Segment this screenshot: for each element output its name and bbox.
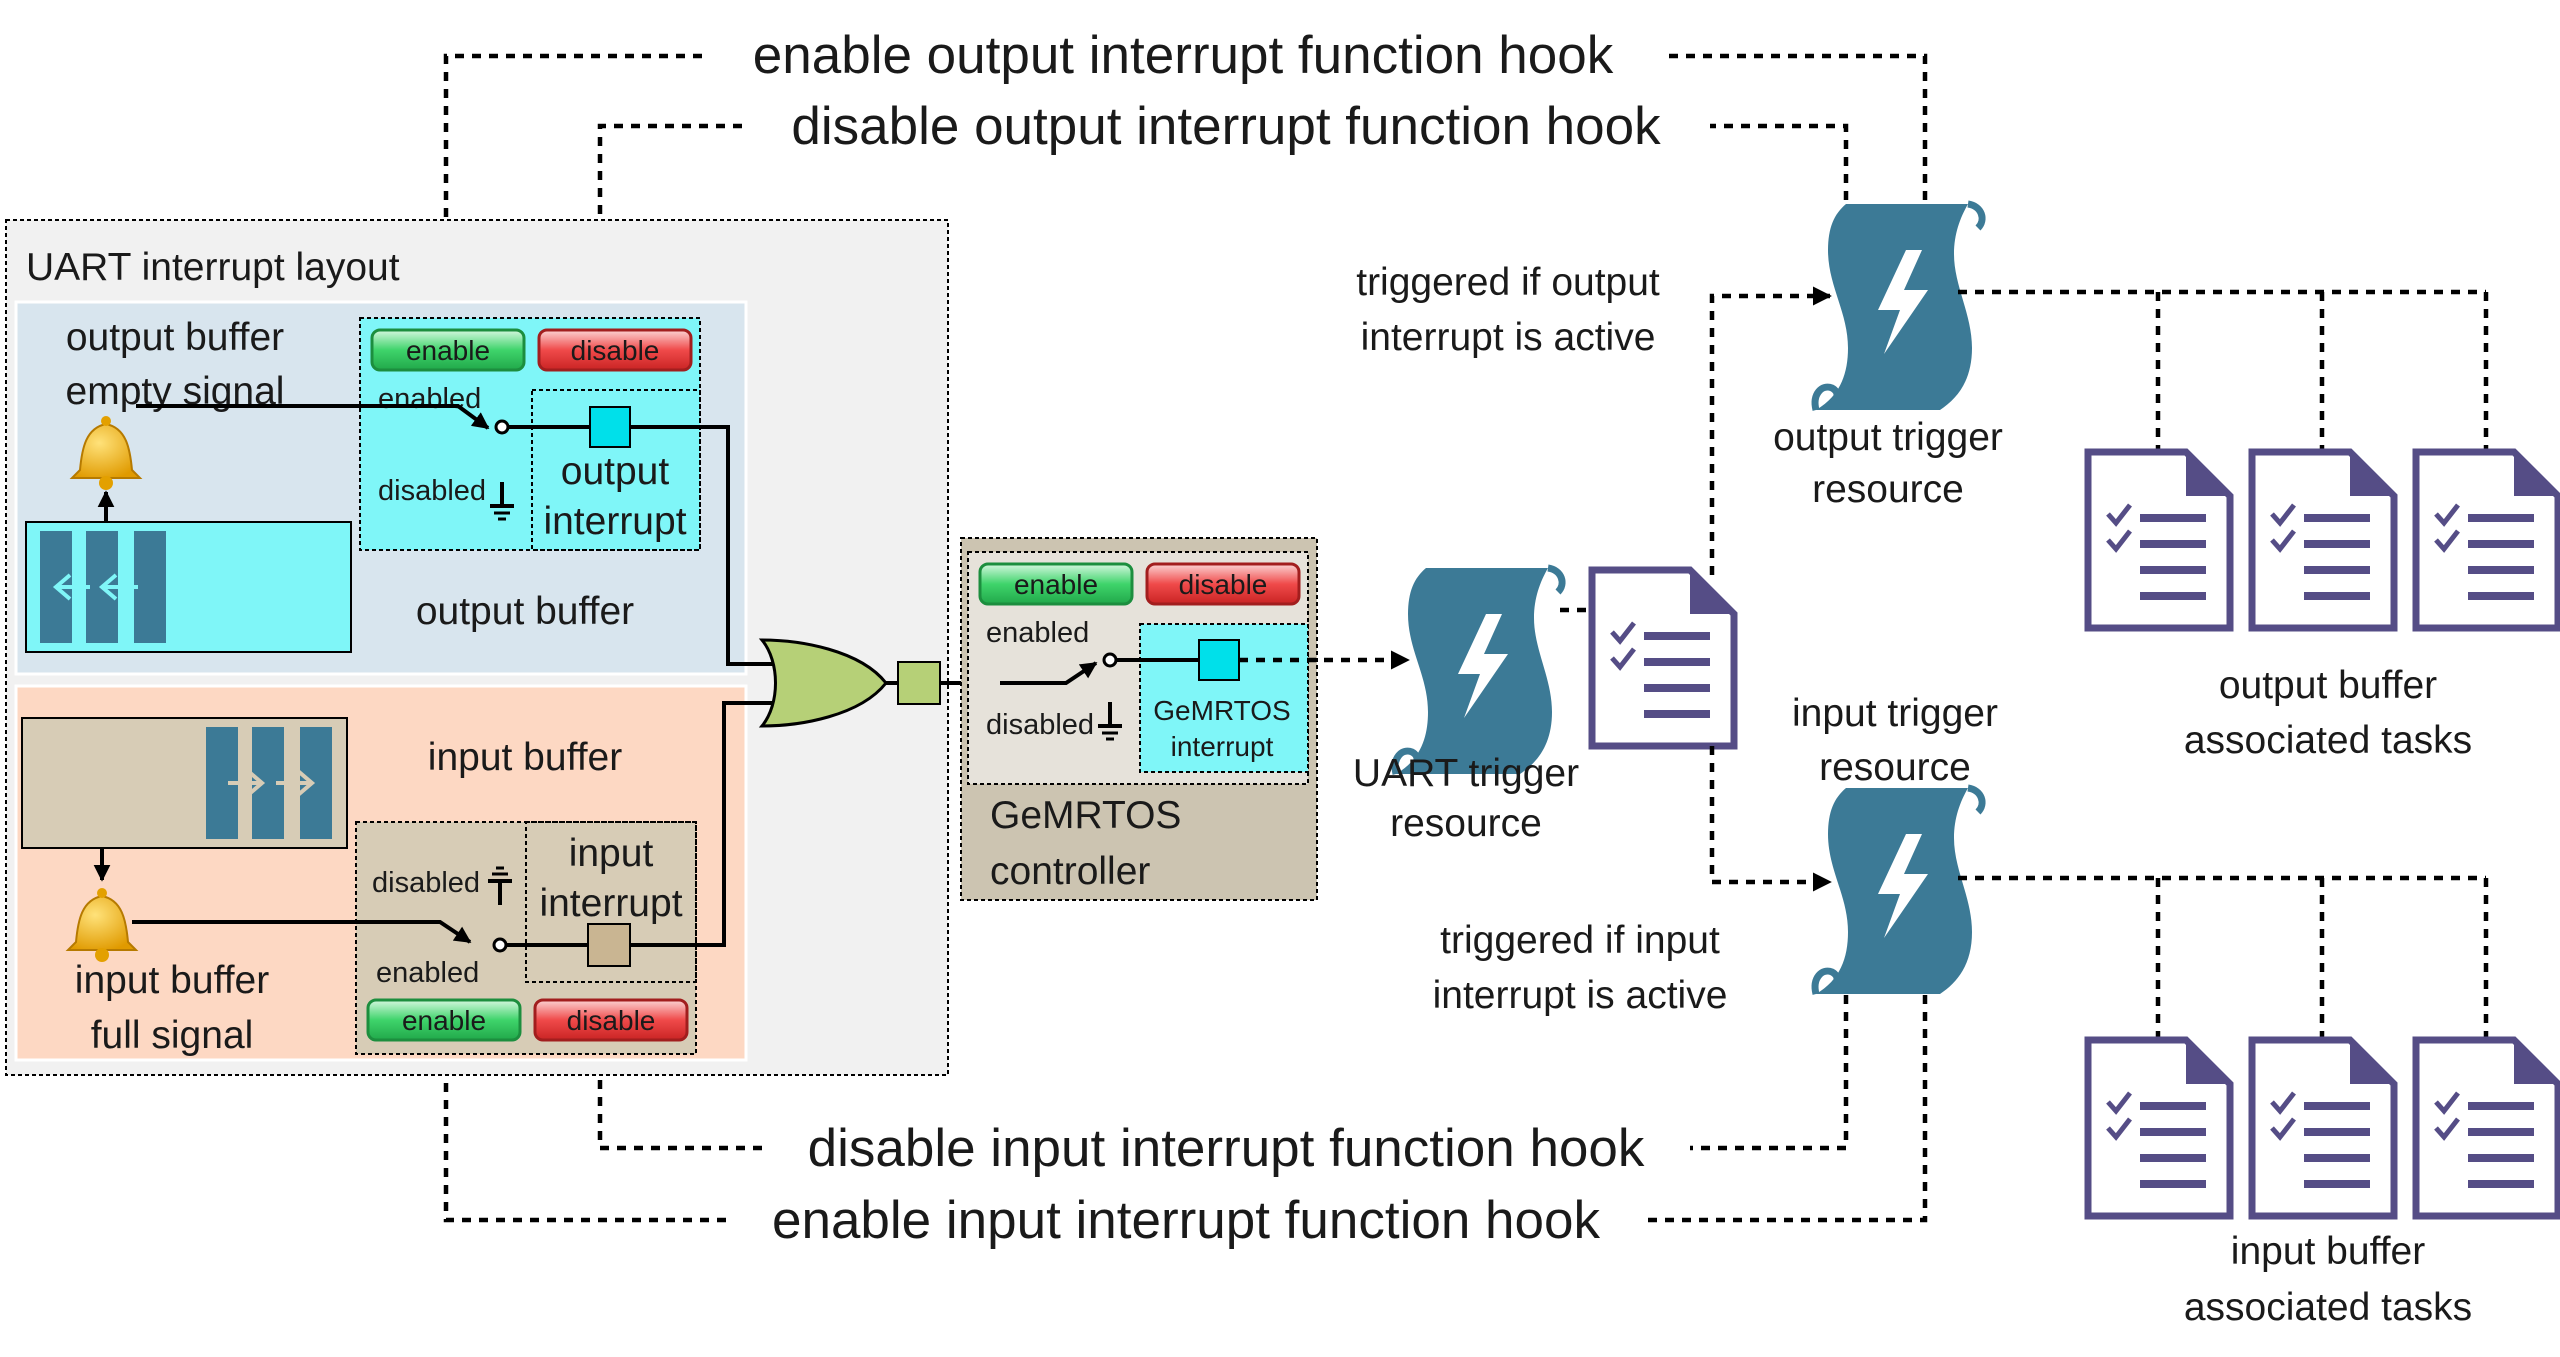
output-tasks-label-1: output buffer bbox=[2219, 664, 2437, 707]
output-buffer-label: output buffer bbox=[416, 590, 634, 633]
enable-output-hook-line bbox=[1662, 53, 1928, 200]
output-trigger-label-2: resource bbox=[1812, 468, 1964, 511]
controller-disabled-label: disabled bbox=[986, 709, 1094, 741]
input-switch-contact bbox=[492, 937, 508, 953]
disable-output-hook-arrow bbox=[590, 123, 742, 320]
controller-disable-label: disable bbox=[1179, 569, 1268, 600]
output-switch-contact bbox=[494, 419, 510, 435]
output-trigger-label-1: output trigger bbox=[1773, 416, 2003, 459]
input-trigger-label-2: resource bbox=[1819, 746, 1971, 789]
triggered-output-label-2: interrupt is active bbox=[1361, 316, 1656, 359]
input-tasks-label-2: associated tasks bbox=[2184, 1286, 2472, 1329]
input-interrupt-label-1: input bbox=[569, 832, 654, 875]
output-interrupt-box bbox=[531, 389, 701, 551]
disable-output-hook-label: disable output interrupt function hook bbox=[791, 97, 1661, 156]
input-task-icon-1 bbox=[2088, 1040, 2230, 1216]
input-interrupt-flag bbox=[587, 923, 631, 967]
input-task-icon-2 bbox=[2252, 1040, 2394, 1216]
input-signal-label-2: full signal bbox=[91, 1014, 254, 1057]
controller-interrupt-label-2: interrupt bbox=[1171, 731, 1274, 762]
enable-input-hook-line bbox=[1648, 978, 1928, 1223]
uart-task-icon bbox=[1592, 570, 1734, 746]
output-interrupt-flag bbox=[589, 406, 631, 448]
or-gate-icon bbox=[758, 638, 888, 728]
controller-title-2: controller bbox=[990, 850, 1150, 893]
controller-title-1: GeMRTOS bbox=[990, 794, 1181, 837]
output-task-icon-2 bbox=[2252, 452, 2394, 628]
input-interrupt-label-2: interrupt bbox=[539, 882, 682, 925]
input-signal-label-1: input buffer bbox=[75, 959, 269, 1002]
disable-input-hook-line bbox=[1690, 978, 1849, 1151]
fifo-right-icon bbox=[206, 727, 332, 839]
enable-output-hook-label: enable output interrupt function hook bbox=[753, 26, 1614, 85]
controller-enabled-label: enabled bbox=[986, 617, 1089, 649]
input-buffer-label: input buffer bbox=[428, 736, 622, 779]
output-enable-label: enable bbox=[406, 335, 490, 366]
uart-trigger-scroll-icon bbox=[1395, 568, 1562, 774]
input-trigger-label-1: input trigger bbox=[1792, 692, 1998, 735]
input-enable-label: enable bbox=[402, 1005, 486, 1036]
enable-input-hook-label: enable input interrupt function hook bbox=[772, 1191, 1600, 1250]
input-enabled-label: enabled bbox=[376, 957, 479, 989]
input-task-icon-3 bbox=[2416, 1040, 2558, 1216]
output-tasks-label-2: associated tasks bbox=[2184, 719, 2472, 762]
input-interrupt-box bbox=[525, 821, 697, 983]
uart-trigger-label-1: UART trigger bbox=[1353, 752, 1579, 795]
uart-layout-title: UART interrupt layout bbox=[26, 246, 400, 289]
controller-interrupt-label-1: GeMRTOS bbox=[1153, 695, 1290, 726]
output-task-icon-1 bbox=[2088, 452, 2230, 628]
disable-output-hook-line bbox=[1710, 123, 1849, 200]
output-signal-label-1: output buffer bbox=[66, 316, 284, 359]
input-tasks-label-1: input buffer bbox=[2231, 1230, 2425, 1273]
output-buffer-fifo bbox=[25, 521, 352, 653]
output-interrupt-label-1: output bbox=[561, 450, 670, 493]
triggered-output-label-1: triggered if output bbox=[1356, 261, 1660, 304]
output-disable-label: disable bbox=[571, 335, 660, 366]
fifo-left-icon bbox=[40, 531, 166, 643]
output-disabled-label: disabled bbox=[378, 475, 486, 507]
triggered-input-label-1: triggered if input bbox=[1440, 919, 1720, 962]
disable-input-hook-label: disable input interrupt function hook bbox=[808, 1119, 1645, 1178]
triggered-input-label-2: interrupt is active bbox=[1433, 974, 1728, 1017]
input-disabled-label: disabled bbox=[372, 867, 480, 899]
output-trigger-scroll-icon bbox=[1815, 204, 1982, 410]
controller-enable-label: enable bbox=[1014, 569, 1098, 600]
or-gate-output-flag bbox=[897, 661, 941, 705]
disable-input-hook-arrow bbox=[590, 1043, 762, 1151]
uart-trigger-label-2: resource bbox=[1390, 802, 1542, 845]
output-task-icon-3 bbox=[2416, 452, 2558, 628]
output-interrupt-label-2: interrupt bbox=[543, 500, 686, 543]
input-disable-label: disable bbox=[567, 1005, 656, 1036]
controller-interrupt-flag bbox=[1198, 639, 1240, 681]
input-trigger-scroll-icon bbox=[1815, 788, 1982, 994]
enable-input-hook-arrow bbox=[436, 1043, 726, 1223]
controller-switch-contact bbox=[1102, 652, 1118, 668]
